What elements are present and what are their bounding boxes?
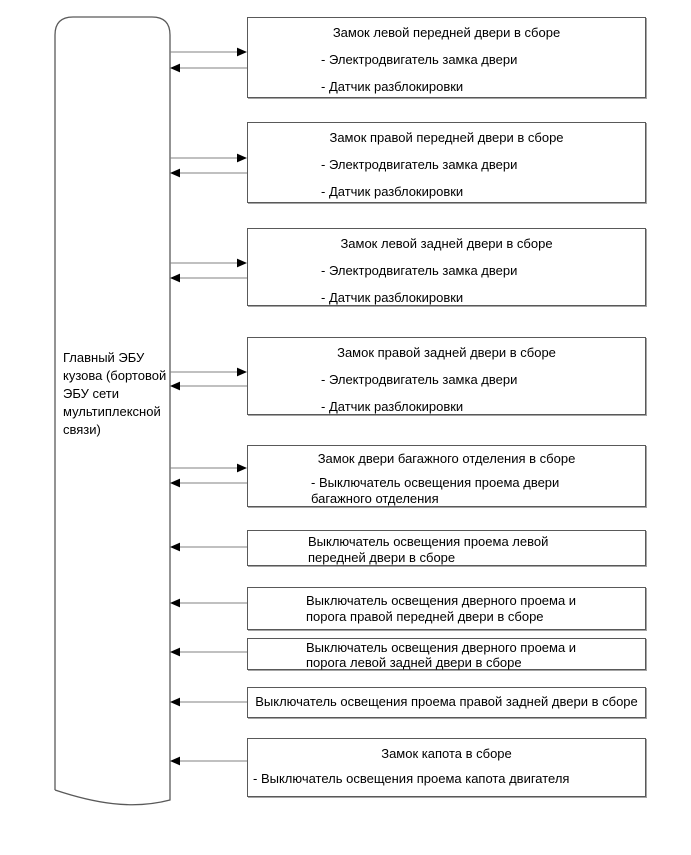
box-lock-trunk-door: Замок двери багажного отделения в сборе … <box>247 445 646 507</box>
box-title: Замок правой задней двери в сборе <box>337 345 556 360</box>
box-text: Выключатель освещения проема левой перед… <box>308 534 549 565</box>
box-lock-hood: Замок капота в сборе - Выключатель освещ… <box>247 738 646 797</box>
ecu-box-outline <box>54 16 171 806</box>
arrow-in-box8 <box>170 647 247 657</box>
box-item: - Электродвигатель замка двери <box>321 52 518 67</box>
box-item: - Электродвигатель замка двери <box>321 157 518 172</box>
arrow-in-box7 <box>170 598 247 608</box>
ecu-label: Главный ЭБУ кузова (бортовой ЭБУ сети му… <box>63 350 167 437</box>
box-lock-front-left-door: Замок левой передней двери в сборе - Эле… <box>247 17 646 98</box>
arrow-in-box4 <box>170 381 247 391</box>
box-item: - Выключатель освещения проема двери баг… <box>311 475 560 506</box>
box-item: - Электродвигатель замка двери <box>321 372 518 387</box>
box-text: Выключатель освещения проема правой задн… <box>255 694 638 709</box>
box-item: - Датчик разблокировки <box>321 184 464 199</box>
box-switch-front-right-door-sill: Выключатель освещения дверного проема и … <box>247 587 646 630</box>
box-title: Замок левой передней двери в сборе <box>332 25 561 40</box>
box-switch-rear-left-door-sill: Выключатель освещения дверного проема и … <box>247 638 646 670</box>
box-title: Замок двери багажного отделения в сборе <box>317 451 576 466</box>
box-item: - Датчик разблокировки <box>321 79 464 94</box>
arrow-out-box5 <box>170 463 247 473</box>
arrow-out-box3 <box>170 258 247 268</box>
box-title: Замок левой задней двери в сборе <box>340 236 553 251</box>
box-item: - Выключатель освещения проема капота дв… <box>253 771 570 786</box>
box-text: Выключатель освещения дверного проема и … <box>306 593 577 624</box>
arrow-out-box2 <box>170 153 247 163</box>
arrow-out-box4 <box>170 367 247 377</box>
box-item: - Датчик разблокировки <box>321 399 464 414</box>
arrow-in-box2 <box>170 168 247 178</box>
box-switch-rear-right-door: Выключатель освещения проема правой задн… <box>247 687 646 718</box>
box-lock-rear-left-door: Замок левой задней двери в сборе - Элект… <box>247 228 646 306</box>
box-title: Замок правой передней двери в сборе <box>329 130 564 145</box>
box-item: - Датчик разблокировки <box>321 290 464 305</box>
box-text: Выключатель освещения дверного проема и … <box>306 640 577 670</box>
arrow-in-box10 <box>170 756 247 766</box>
box-title: Замок капота в сборе <box>381 746 512 761</box>
arrow-in-box9 <box>170 697 247 707</box>
arrow-out-box1 <box>170 47 247 57</box>
box-lock-front-right-door: Замок правой передней двери в сборе - Эл… <box>247 122 646 203</box>
arrow-in-box1 <box>170 63 247 73</box>
box-lock-rear-right-door: Замок правой задней двери в сборе - Элек… <box>247 337 646 415</box>
box-item: - Электродвигатель замка двери <box>321 263 518 278</box>
box-switch-front-left-door: Выключатель освещения проема левой перед… <box>247 530 646 566</box>
arrow-in-box6 <box>170 542 247 552</box>
arrow-in-box5 <box>170 478 247 488</box>
arrow-in-box3 <box>170 273 247 283</box>
